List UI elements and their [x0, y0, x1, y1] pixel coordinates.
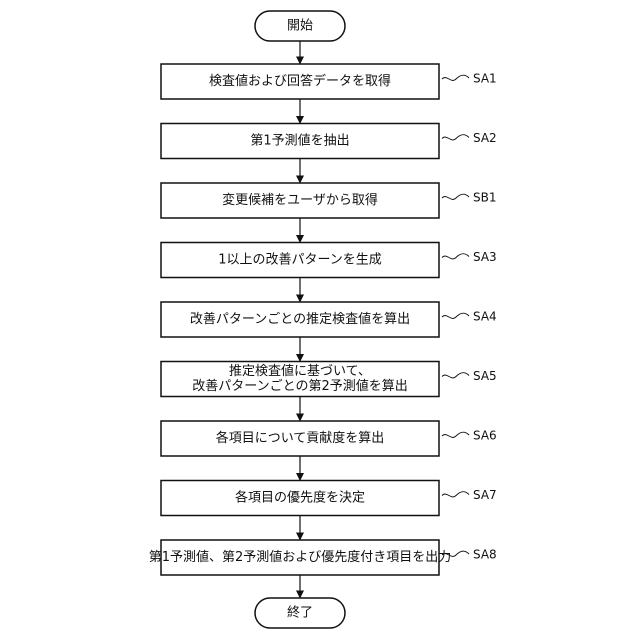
step-leader-line — [442, 313, 469, 318]
step-leader-line — [442, 194, 469, 199]
step-id-label: SA8 — [473, 548, 497, 562]
process-text: 推定検査値に基づいて、 — [229, 363, 371, 379]
process-step: 1以上の改善パターンを生成 SA3 — [161, 243, 497, 278]
process-text: 改善パターンごとの推定検査値を算出 — [190, 311, 410, 327]
step-leader-line — [442, 135, 469, 140]
step-leader-line — [442, 373, 469, 378]
process-step: 検査値および回答データを取得 SA1 — [161, 64, 497, 99]
start-label: 開始 — [287, 19, 313, 34]
step-id-label: SA2 — [473, 131, 497, 145]
step-id-label: SA5 — [473, 369, 497, 383]
process-step: 第1予測値、第2予測値および優先度付き項目を出力 SA8 — [149, 540, 497, 575]
process-step: 第1予測値を抽出 SA2 — [161, 124, 497, 159]
process-step: 各項目の優先度を決定 SA7 — [161, 481, 497, 516]
process-text: 各項目について貢献度を算出 — [216, 430, 385, 446]
step-id-label: SA4 — [473, 310, 497, 324]
end-terminal: 終了 — [255, 598, 345, 628]
steps-layer: 検査値および回答データを取得 SA1 第1予測値を抽出 SA2 変更候補をユーザから取得… — [149, 64, 497, 575]
step-leader-line — [442, 492, 469, 497]
process-text: 変更候補をユーザから取得 — [222, 192, 378, 208]
process-text: 検査値および回答データを取得 — [209, 73, 391, 89]
start-terminal: 開始 — [255, 11, 345, 41]
step-leader-line — [442, 432, 469, 437]
step-id-label: SA7 — [473, 488, 497, 502]
process-text: 第1予測値を抽出 — [250, 133, 349, 149]
step-id-label: SB1 — [473, 191, 496, 205]
process-step: 改善パターンごとの推定検査値を算出 SA4 — [161, 302, 497, 337]
process-text: 各項目の優先度を決定 — [235, 490, 365, 506]
step-leader-line — [442, 254, 469, 259]
process-step: 変更候補をユーザから取得 SB1 — [161, 183, 496, 218]
process-text: 1以上の改善パターンを生成 — [218, 252, 382, 268]
process-text: 第1予測値、第2予測値および優先度付き項目を出力 — [149, 549, 452, 565]
step-leader-line — [442, 75, 469, 80]
step-id-label: SA3 — [473, 250, 497, 264]
process-step: 各項目について貢献度を算出 SA6 — [161, 421, 497, 456]
step-id-label: SA1 — [473, 72, 497, 86]
process-step: 推定検査値に基づいて、改善パターンごとの第2予測値を算出 SA5 — [161, 362, 497, 397]
end-label: 終了 — [287, 605, 313, 621]
process-text: 改善パターンごとの第2予測値を算出 — [192, 378, 408, 394]
step-id-label: SA6 — [473, 429, 497, 443]
